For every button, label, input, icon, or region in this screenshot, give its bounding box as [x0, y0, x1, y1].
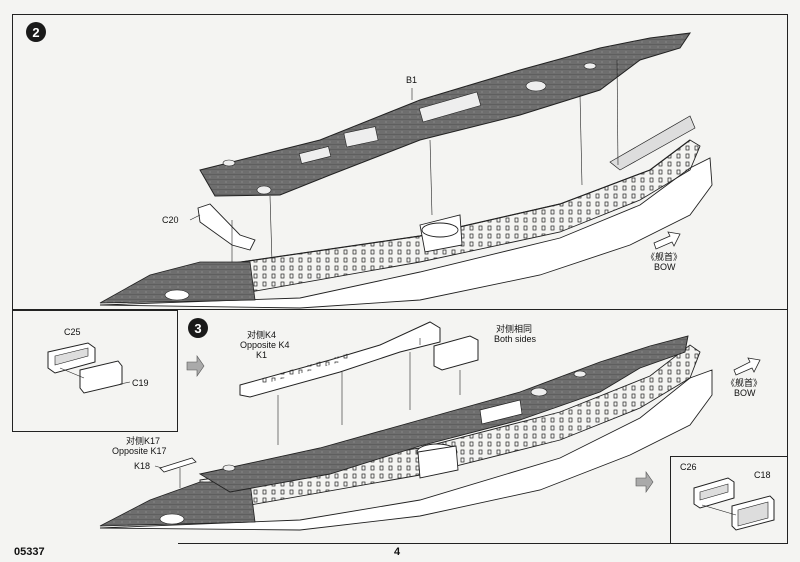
step2-panel: [12, 14, 788, 310]
label-both-cn: 对侧相同: [496, 324, 533, 334]
flow-arrow-left: [186, 355, 205, 377]
label-c25: C25: [64, 327, 81, 337]
step3-bow-en: BOW: [734, 388, 756, 398]
label-both-en: Both sides: [494, 334, 537, 344]
step3-badge: 3: [188, 318, 208, 338]
label-c20: C20: [162, 215, 179, 225]
step2-hull: [99, 32, 713, 309]
page-number: 4: [394, 546, 401, 558]
label-k4-cn: 对侧K4: [247, 330, 277, 340]
step2-badge: 2: [26, 22, 46, 42]
label-c19: C19: [132, 378, 149, 388]
inset-left-parts: [47, 342, 131, 394]
step3-bow-cn: 《舰首》: [726, 378, 763, 388]
step2-bow-cn: 《舰首》: [646, 252, 683, 262]
label-b1: B1: [406, 75, 418, 85]
label-k17-cn: 对侧K17: [126, 436, 161, 446]
step3-hull: [99, 321, 713, 531]
flow-arrow-right: [635, 471, 654, 493]
step3-bow-arrow: [733, 357, 761, 376]
label-c18: C18: [754, 470, 771, 480]
label-k17-en: Opposite K17: [112, 446, 167, 456]
kit-number: 05337: [14, 546, 45, 558]
step2-bow-arrow: [653, 231, 681, 250]
inset-right-panel: [670, 456, 788, 544]
label-c26: C26: [680, 462, 697, 472]
step3-panel: [178, 310, 788, 544]
label-k18: K18: [134, 461, 151, 471]
label-k1: K1: [256, 350, 268, 360]
step2-bow-en: BOW: [654, 262, 676, 272]
inset-left-panel: [12, 310, 178, 432]
label-k4-en: Opposite K4: [240, 340, 290, 350]
inset-right-parts: [693, 477, 775, 531]
